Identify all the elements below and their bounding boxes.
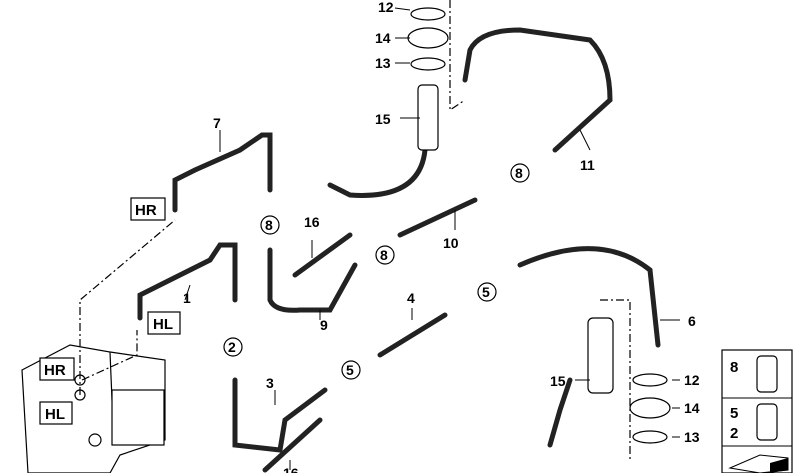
part-label-14b: 14 <box>684 400 700 416</box>
part-label-16: 16 <box>304 214 320 230</box>
legend-2: 2 <box>730 425 738 442</box>
part-label-12b: 12 <box>684 372 700 388</box>
tag-hr: HR <box>135 202 157 219</box>
part-label-9: 9 <box>320 317 328 333</box>
part-label-7: 7 <box>213 115 221 131</box>
part-label-5b: 5 <box>346 362 354 378</box>
part-label-8: 8 <box>265 217 273 233</box>
part-label-13: 13 <box>375 55 391 71</box>
part-label-8c: 8 <box>515 165 523 181</box>
part-label-11: 11 <box>580 157 595 173</box>
part-label-15b: 15 <box>550 373 566 389</box>
legend-5: 5 <box>730 405 738 422</box>
part-label-16b: 16 <box>283 465 299 473</box>
part-label-14: 14 <box>375 30 391 46</box>
part-label-15: 15 <box>375 111 391 127</box>
fitting-icon <box>756 403 778 441</box>
fitting-icon <box>756 355 778 393</box>
washer-icon <box>407 7 671 444</box>
part-label-6: 6 <box>688 313 696 329</box>
part-label-12: 12 <box>378 0 394 15</box>
tag-hl-unit: HL <box>45 406 65 423</box>
legend-8: 8 <box>730 359 738 376</box>
part-label-8b: 8 <box>380 247 388 263</box>
tag-hr-unit: HR <box>44 362 66 379</box>
part-label-2: 2 <box>228 339 236 355</box>
part-label-5: 5 <box>482 284 490 300</box>
part-label-4: 4 <box>407 290 415 306</box>
part-label-1: 1 <box>183 290 191 306</box>
tag-hl: HL <box>153 316 173 333</box>
part-label-3: 3 <box>266 375 274 391</box>
part-label-10: 10 <box>443 235 459 251</box>
fitting-legend: 8 5 2 <box>721 349 793 473</box>
part-label-13b: 13 <box>684 429 700 445</box>
